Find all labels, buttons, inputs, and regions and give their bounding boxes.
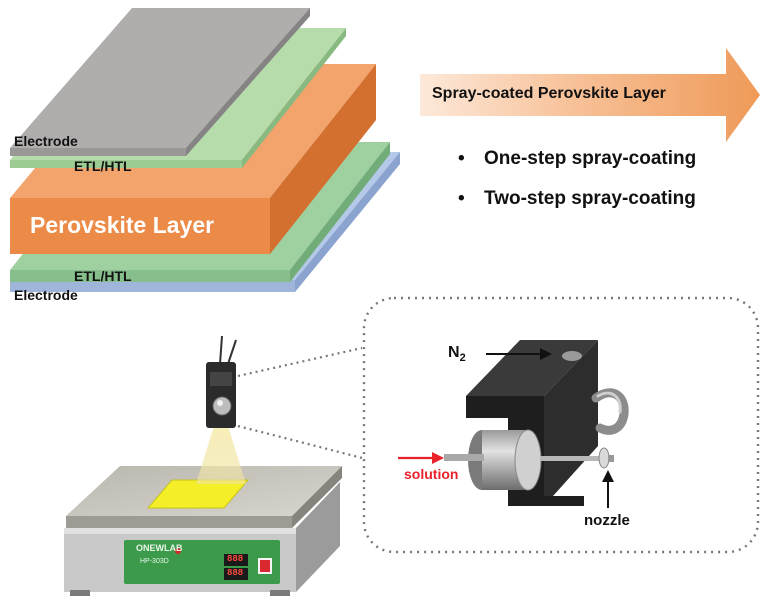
layer-stack bbox=[10, 8, 400, 292]
gas-label: N2 bbox=[448, 344, 466, 364]
substrate-sample bbox=[146, 479, 250, 509]
hotplate-display-1 bbox=[224, 554, 248, 566]
nozzle-detail bbox=[444, 340, 629, 506]
gas-subscript: 2 bbox=[459, 352, 466, 365]
hotplate bbox=[64, 466, 342, 596]
label-bottom-transport: ETL/HTL bbox=[74, 268, 132, 284]
spray-beam bbox=[196, 426, 246, 484]
leader-line-top bbox=[237, 346, 363, 378]
solution-label: solution bbox=[404, 466, 459, 482]
nozzle-label: nozzle bbox=[584, 512, 630, 529]
bullet-dot: • bbox=[458, 188, 465, 209]
label-top-transport: ETL/HTL bbox=[74, 158, 132, 174]
hotplate-brand: ONEWLAB bbox=[136, 543, 183, 553]
method-label: Two-step spray-coating bbox=[484, 188, 696, 209]
leader-line-bottom bbox=[237, 424, 363, 460]
process-arrow bbox=[420, 48, 760, 142]
top-electrode-slab bbox=[10, 8, 310, 148]
method-one-step: • One-step spray-coating bbox=[458, 148, 696, 170]
spray-nozzle-small bbox=[196, 335, 246, 484]
label-bottom-electrode: Electrode bbox=[14, 287, 78, 303]
method-two-step: • Two-step spray-coating bbox=[458, 188, 696, 210]
method-label: One-step spray-coating bbox=[484, 148, 697, 169]
detail-callout bbox=[362, 296, 760, 554]
gas-symbol: N bbox=[448, 344, 460, 361]
hotplate-display-1-value: 888 bbox=[227, 554, 244, 564]
label-perovskite: Perovskite Layer bbox=[30, 212, 215, 238]
hotplate-display-2 bbox=[224, 568, 248, 580]
label-top-electrode: Electrode bbox=[14, 133, 78, 149]
bullet-dot: • bbox=[458, 148, 465, 169]
hotplate-model: HP-303D bbox=[140, 558, 169, 565]
arrow-title: Spray-coated Perovskite Layer bbox=[432, 85, 666, 102]
hotplate-switch bbox=[260, 560, 270, 572]
hotplate-display-2-value: 888 bbox=[227, 568, 244, 578]
